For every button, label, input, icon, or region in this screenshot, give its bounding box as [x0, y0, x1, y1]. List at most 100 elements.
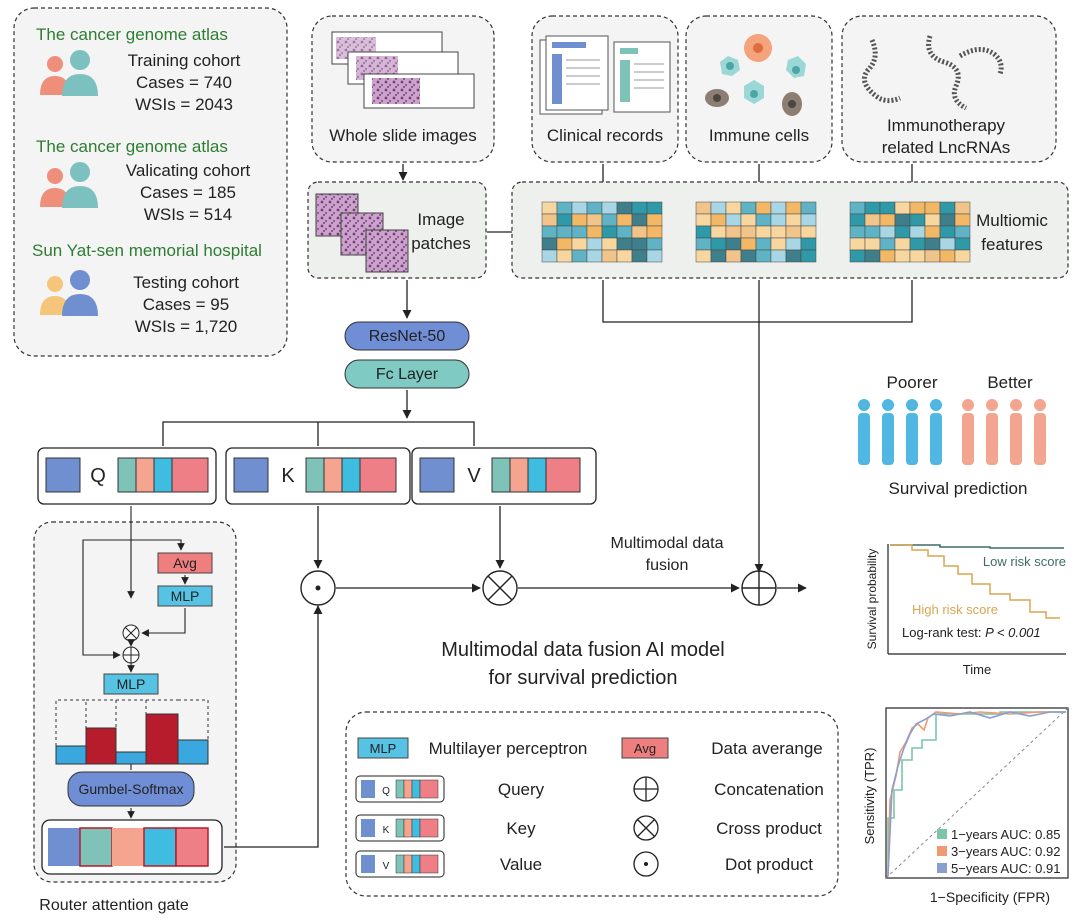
feature-cell	[924, 201, 941, 215]
mini-value-box: V	[355, 850, 445, 878]
roc-legend-5y: 5−years AUC: 0.91	[951, 861, 1060, 876]
multiomic-label-line1: Multiomic	[976, 211, 1048, 230]
mini-query-box: Q	[355, 775, 445, 803]
feature-cell	[800, 225, 817, 239]
patient-figure-icon	[906, 399, 918, 465]
patient-figure-icon	[1010, 399, 1022, 465]
feature-cell	[710, 225, 727, 239]
mini-k: K	[383, 825, 390, 836]
legend-dot: Dot product	[725, 855, 813, 874]
wsi-label: Whole slide images	[329, 126, 476, 145]
feature-cell	[556, 225, 573, 239]
patches-label-line2: patches	[411, 234, 471, 253]
feature-cell	[785, 237, 802, 251]
concatenation-icon	[633, 776, 659, 802]
low-risk-curve	[890, 544, 1064, 549]
clinical-label: Clinical records	[547, 126, 663, 145]
people-icon	[40, 162, 98, 208]
cohort-source: The cancer genome atlas	[36, 25, 228, 44]
feature-cell	[571, 201, 588, 215]
feature-cell	[556, 201, 573, 215]
legend-avg: Data averange	[711, 739, 823, 758]
feature-cell	[939, 249, 956, 263]
feature-cell	[770, 249, 787, 263]
fc-layer-label: Fc Layer	[376, 366, 439, 383]
feature-cell	[725, 225, 742, 239]
feature-cell	[800, 249, 817, 263]
feature-cell	[849, 201, 866, 215]
feature-cell	[924, 213, 941, 227]
feature-cell	[770, 225, 787, 239]
feature-cell	[541, 237, 558, 251]
feature-cell	[556, 249, 573, 263]
feature-cell	[939, 201, 956, 215]
feature-cell	[864, 237, 881, 251]
feature-cell	[924, 249, 941, 263]
feature-cell	[770, 213, 787, 227]
cohort-source: Sun Yat-sen memorial hospital	[32, 241, 262, 260]
concatenation-operator	[741, 570, 777, 606]
feature-cell	[740, 201, 757, 215]
feature-cell	[939, 237, 956, 251]
cohort-name: Valicating cohort	[126, 161, 251, 180]
feature-cell	[571, 213, 588, 227]
feature-cell	[586, 201, 603, 215]
mlp-label: MLP	[117, 676, 146, 692]
roc-legend-1y: 1−years AUC: 0.85	[951, 827, 1060, 842]
avg-key-label: Avg	[634, 741, 656, 756]
feature-cell	[695, 213, 712, 227]
cohort-source: The cancer genome atlas	[36, 137, 228, 156]
legend-value: Value	[500, 855, 542, 874]
patch-image	[365, 229, 409, 273]
feature-cell	[601, 213, 618, 227]
feature-cell	[710, 213, 727, 227]
feature-cell	[646, 249, 663, 263]
better-label: Better	[987, 373, 1033, 392]
router-title: Router attention gate	[39, 897, 189, 914]
cohort-wsis: WSIs = 1,720	[135, 317, 238, 336]
feature-cell	[725, 201, 742, 215]
avg-key	[621, 737, 669, 759]
feature-cell	[586, 237, 603, 251]
feature-cell	[556, 237, 573, 251]
feature-cell	[631, 225, 648, 239]
feature-cell	[755, 249, 772, 263]
legend-mlp: Multilayer perceptron	[429, 739, 588, 758]
cross-product-operator	[122, 624, 140, 642]
wsi-box: Whole slide images	[311, 15, 495, 163]
value-box: V	[411, 447, 597, 505]
feature-cell	[631, 237, 648, 251]
feature-cell	[631, 201, 648, 215]
legend-query: Query	[498, 780, 545, 799]
feature-cell	[770, 201, 787, 215]
feature-cell	[646, 237, 663, 251]
feature-cell	[785, 201, 802, 215]
legend-concat: Concatenation	[714, 780, 824, 799]
image-patches-box: Image patches	[307, 181, 487, 279]
feature-cell	[894, 201, 911, 215]
feature-cell	[616, 201, 633, 215]
cohort-wsis: WSIs = 514	[144, 205, 232, 224]
feature-cell	[646, 201, 663, 215]
feature-cell	[770, 237, 787, 251]
gumbel-softmax-node	[67, 771, 195, 807]
feature-cell	[849, 237, 866, 251]
km-xlabel: Time	[963, 662, 991, 677]
feature-cell	[571, 237, 588, 251]
cohort-cases: Cases = 185	[140, 183, 236, 202]
symbol-legend: MLP Multilayer perceptron Avg Data avera…	[345, 711, 839, 897]
k-label: K	[281, 465, 295, 487]
feature-cell	[849, 225, 866, 239]
feature-matrix	[695, 201, 817, 263]
feature-cell	[909, 225, 926, 239]
feature-cell	[695, 249, 712, 263]
lncrna-label-line2: related LncRNAs	[882, 138, 1011, 157]
feature-cell	[939, 225, 956, 239]
lncrna-box: Immunotherapy related LncRNAs	[841, 15, 1057, 163]
feature-cell	[755, 213, 772, 227]
mlp-key	[357, 737, 409, 759]
feature-cell	[800, 201, 817, 215]
feature-cell	[571, 225, 588, 239]
feature-cell	[939, 213, 956, 227]
